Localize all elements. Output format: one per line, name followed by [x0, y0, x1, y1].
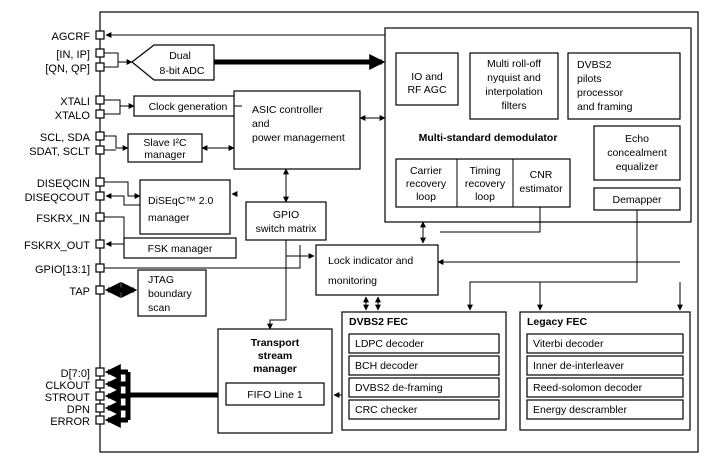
svg-text:concealment: concealment [607, 147, 667, 159]
echo-equalizer-block [593, 125, 681, 181]
svg-text:switch matrix: switch matrix [256, 223, 317, 235]
svg-text:equalizer: equalizer [616, 161, 659, 173]
svg-text:Demapper: Demapper [612, 194, 662, 206]
svg-text:DVBS2 FEC: DVBS2 FEC [349, 316, 408, 328]
pin-fskrx-out: FSKRX_OUT [24, 240, 90, 252]
io-agc-block [395, 52, 459, 106]
svg-text:JTAG: JTAG [148, 274, 174, 286]
svg-text:manager: manager [148, 212, 190, 224]
pin-sdat-sclt: SDAT, SCLT [29, 146, 90, 158]
svg-text:GPIO: GPIO [273, 209, 299, 221]
pin-strout: STROUT [45, 392, 91, 404]
asic-controller-block [233, 90, 361, 170]
svg-text:Echo: Echo [625, 133, 649, 145]
svg-text:Clock generation: Clock generation [149, 101, 228, 113]
svg-text:BCH decoder: BCH decoder [355, 360, 419, 372]
pin-scl-sda: SCL, SDA [40, 132, 91, 144]
pin-diseqcin: DISEQCIN [37, 178, 90, 190]
svg-text:Viterbi decoder: Viterbi decoder [533, 338, 604, 350]
inner-deinterleaver-block [526, 355, 684, 376]
viterbi-decoder-block [526, 333, 684, 354]
dvbs2-deframing-block [348, 377, 500, 398]
pin-qn-qp: [QN, QP] [45, 63, 90, 75]
diseqc-manager-block [139, 179, 231, 235]
recovery-group [395, 158, 571, 208]
svg-text:filters: filters [501, 100, 526, 112]
svg-text:scan: scan [148, 302, 170, 314]
pin-xtalo: XTALO [55, 110, 91, 122]
pin-d70: D[7:0] [61, 368, 90, 380]
svg-text:ASIC controller: ASIC controller [252, 104, 323, 116]
pin-clkout: CLKOUT [45, 380, 90, 392]
demodulator-title: Multi-standard demodulator [419, 132, 558, 144]
svg-text:estimator: estimator [519, 183, 563, 195]
svg-text:and: and [252, 118, 270, 130]
fsk-manager-block [123, 237, 237, 259]
svg-text:power management: power management [252, 132, 345, 144]
svg-text:IO and: IO and [411, 71, 443, 83]
svg-text:loop: loop [475, 191, 495, 203]
pin-fskrx-in: FSKRX_IN [36, 213, 90, 225]
svg-text:FIFO Line 1: FIFO Line 1 [247, 389, 303, 401]
svg-text:DVBS2: DVBS2 [577, 59, 612, 71]
svg-text:manager: manager [253, 363, 297, 375]
reed-solomon-decoder-block [526, 377, 684, 398]
svg-text:and framing: and framing [577, 101, 633, 113]
pin-agcrf: AGCRF [52, 31, 91, 43]
svg-text:Multi roll-off: Multi roll-off [487, 58, 541, 70]
svg-text:processor: processor [577, 87, 624, 99]
svg-text:pilots: pilots [577, 73, 602, 85]
svg-text:RF AGC: RF AGC [407, 84, 447, 96]
svg-text:Lock indicator and: Lock indicator and [328, 255, 413, 267]
pin-xtali: XTALI [60, 96, 90, 108]
svg-text:stream: stream [258, 350, 292, 362]
carrier-recovery-label: Carrier [410, 165, 443, 177]
timing-recovery-label: Timing [469, 165, 500, 177]
svg-text:Reed-solomon decoder: Reed-solomon decoder [533, 382, 643, 394]
pin-error: ERROR [50, 416, 90, 428]
svg-text:LDPC decoder: LDPC decoder [355, 338, 424, 350]
connections [104, 32, 683, 429]
svg-text:loop: loop [416, 191, 436, 203]
pin-dpn: DPN [67, 404, 90, 416]
svg-text:CRC checker: CRC checker [355, 404, 418, 416]
svg-text:interpolation: interpolation [485, 86, 542, 98]
svg-text:Transport: Transport [251, 337, 300, 349]
crc-checker-block [348, 399, 500, 420]
pin-labels: AGCRF [IN, IP] [QN, QP] XTALI XTALO SCL,… [24, 31, 91, 428]
energy-descrambler-block [526, 399, 684, 420]
fifo-line-block [225, 382, 325, 406]
svg-text:DiSEqC™ 2.0: DiSEqC™ 2.0 [148, 195, 214, 207]
lock-indicator-block [315, 244, 439, 296]
dvbs2-pilots-block [567, 52, 681, 120]
svg-text:Dual: Dual [169, 50, 191, 62]
svg-text:8-bit ADC: 8-bit ADC [160, 65, 205, 77]
ldpc-decoder-block [348, 333, 500, 354]
svg-text:DVBS2 de-framing: DVBS2 de-framing [355, 382, 443, 394]
svg-text:manager: manager [144, 149, 186, 161]
svg-text:boundary: boundary [148, 288, 193, 300]
svg-text:nyquist and: nyquist and [487, 72, 541, 84]
gpio-switch-matrix-block [245, 201, 327, 241]
svg-text:Slave I²C: Slave I²C [143, 137, 187, 149]
cnr-estimator-label: CNR [530, 169, 553, 181]
svg-text:Legacy FEC: Legacy FEC [527, 316, 588, 328]
svg-text:recovery: recovery [465, 178, 506, 190]
transport-stream-manager-block [217, 328, 333, 434]
jtag-block [137, 269, 207, 317]
pin-diseqcout: DISEQCOUT [25, 192, 91, 204]
svg-text:FSK manager: FSK manager [148, 243, 213, 255]
nyquist-filter-block [469, 52, 559, 120]
pin-in-ip: [IN, IP] [56, 49, 90, 61]
pin-gpio: GPIO[13:1] [35, 264, 90, 276]
svg-text:Energy descrambler: Energy descrambler [533, 404, 627, 416]
bch-decoder-block [348, 355, 500, 376]
svg-text:recovery: recovery [406, 178, 447, 190]
svg-text:Inner de-interleaver: Inner de-interleaver [533, 360, 625, 372]
pin-squares [95, 30, 105, 425]
pin-tap: TAP [69, 286, 90, 298]
svg-text:monitoring: monitoring [328, 275, 377, 287]
